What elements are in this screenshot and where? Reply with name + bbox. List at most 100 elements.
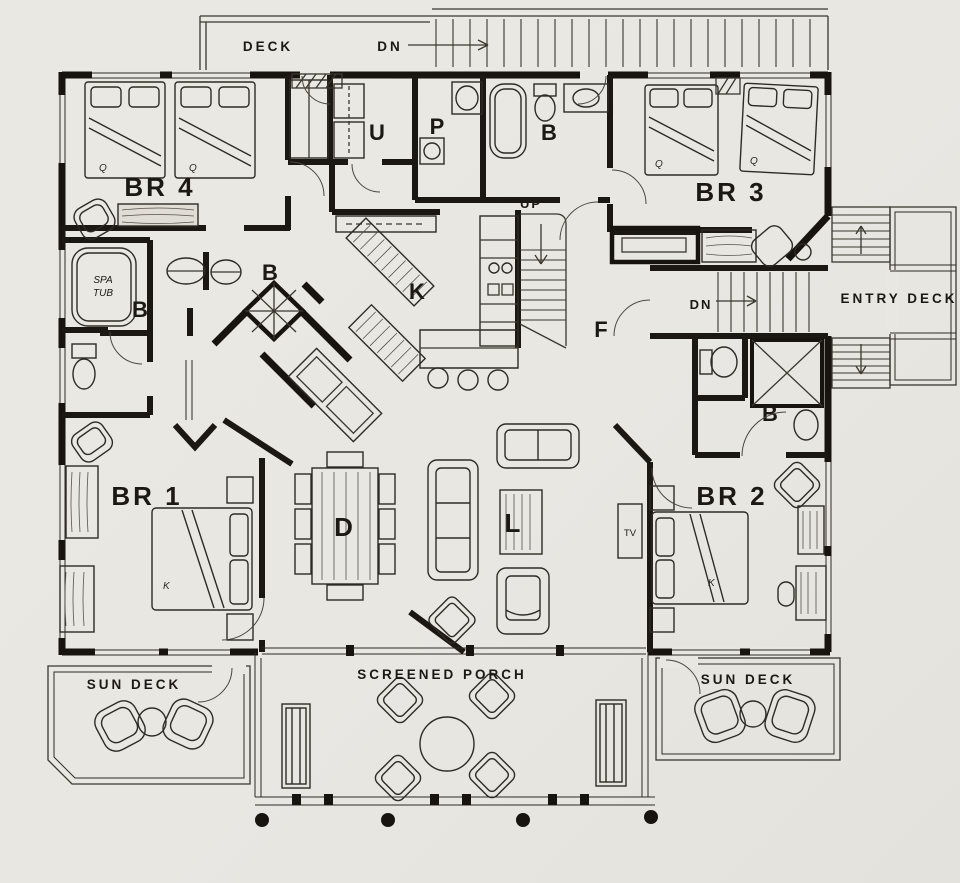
entry-dn-arrow — [716, 295, 757, 307]
king-bed — [151, 507, 253, 611]
bath-left: B — [71, 297, 148, 390]
deck-chair — [94, 700, 146, 752]
deck-chair — [764, 689, 816, 743]
powder-room: P — [419, 81, 483, 165]
sun-deck-left: SUN DECK — [47, 661, 251, 785]
nightstand — [649, 607, 675, 633]
br1-label: BR 1 — [111, 481, 182, 511]
queen-bed — [84, 81, 166, 179]
queen-bed — [644, 84, 719, 176]
bath-top: B — [489, 83, 609, 159]
deck-table — [137, 707, 167, 737]
bed-size-tag: Q — [655, 159, 663, 170]
entry-stairs-bottom — [831, 337, 891, 389]
bed-size-tag: Q — [189, 163, 197, 174]
closet-hatch-blocks — [291, 73, 741, 95]
deck-chair — [162, 698, 214, 750]
bed-size-tag: K — [163, 581, 171, 592]
loveseat — [496, 423, 580, 469]
utility-label: U — [369, 120, 385, 145]
porch-chair — [468, 672, 516, 720]
entry-deck: ENTRY DECK — [831, 206, 957, 389]
porch-chair — [374, 754, 422, 802]
up-label: UP — [520, 196, 542, 211]
entry-dn-label: DN — [690, 297, 713, 312]
sofa — [427, 459, 479, 581]
door-arcs — [109, 75, 787, 641]
queen-bed — [174, 81, 256, 179]
side-chair — [428, 596, 476, 644]
dining-label: D — [334, 512, 356, 542]
sun-deck-label: SUN DECK — [87, 677, 182, 692]
porch-column — [516, 813, 530, 827]
br2-label: BR 2 — [696, 481, 767, 511]
powder-label: P — [430, 114, 445, 139]
bed-size-tag: K — [708, 578, 716, 589]
coffee-table — [499, 489, 543, 555]
bedroom-2: K TV BR 2 — [617, 461, 827, 633]
porch-column — [381, 813, 395, 827]
closet — [609, 225, 701, 265]
dresser — [59, 465, 99, 633]
bath-label: B — [541, 120, 557, 145]
tv-cabinet: TV — [617, 503, 643, 559]
stairs-up: UP — [519, 196, 567, 349]
porch-chair — [376, 676, 424, 724]
porch-column — [644, 810, 658, 824]
king-bed — [651, 511, 749, 605]
kitchen: K — [335, 215, 519, 391]
chair — [73, 198, 116, 240]
dining-area: D — [294, 451, 396, 601]
screened-porch: SCREENED PORCH — [254, 652, 658, 827]
chair — [773, 461, 821, 509]
spa-room: SPA TUB — [71, 247, 137, 327]
windows — [57, 70, 833, 657]
chair — [70, 421, 114, 463]
sun-deck-right: SUN DECK — [655, 656, 841, 761]
bath-right: B — [699, 338, 824, 441]
armchair — [496, 567, 550, 635]
porch-chair — [468, 751, 516, 799]
bedroom-3: Q Q BR 3 — [609, 82, 819, 267]
entry-stairs-dn: DN — [613, 272, 810, 337]
utility-room: U — [289, 79, 385, 159]
queen-bed — [739, 82, 819, 176]
bath-middle: B — [166, 257, 278, 285]
entry-stairs-top — [831, 206, 891, 263]
nightstand — [649, 485, 675, 511]
sun-deck-label: SUN DECK — [701, 672, 796, 687]
bedroom-4: Q Q BR 4 — [73, 81, 256, 240]
bath-label: B — [132, 297, 148, 322]
nightstand — [226, 476, 254, 504]
window-seat — [701, 225, 812, 267]
entry-deck-label: ENTRY DECK — [840, 291, 957, 306]
dresser — [797, 505, 825, 555]
porch-lounger — [595, 699, 627, 787]
living-area: L — [427, 423, 580, 644]
deck-table — [739, 700, 767, 728]
kitchen-label: K — [409, 279, 425, 304]
tv-label: TV — [624, 528, 637, 539]
bath-label: B — [262, 260, 278, 285]
deck-dn-label: DN — [377, 39, 403, 54]
spa-label-2: TUB — [93, 288, 113, 299]
bed-size-tag: Q — [99, 163, 107, 174]
bath-label: B — [762, 401, 778, 426]
central-closets — [185, 279, 427, 443]
porch-lounger — [281, 703, 311, 789]
top-deck: DECK DN — [199, 8, 829, 70]
porch-column — [255, 813, 269, 827]
br3-label: BR 3 — [695, 177, 766, 207]
living-label: L — [505, 508, 524, 538]
br4-label: BR 4 — [124, 172, 195, 202]
bed-size-tag: Q — [750, 156, 758, 167]
deck-label: DECK — [243, 39, 293, 54]
screened-porch-label: SCREENED PORCH — [357, 667, 527, 682]
desk — [777, 565, 827, 621]
bedroom-1: K BR 1 — [59, 421, 254, 641]
up-arrow — [534, 224, 548, 265]
porch-table — [419, 716, 475, 772]
interior-walls — [62, 75, 828, 655]
